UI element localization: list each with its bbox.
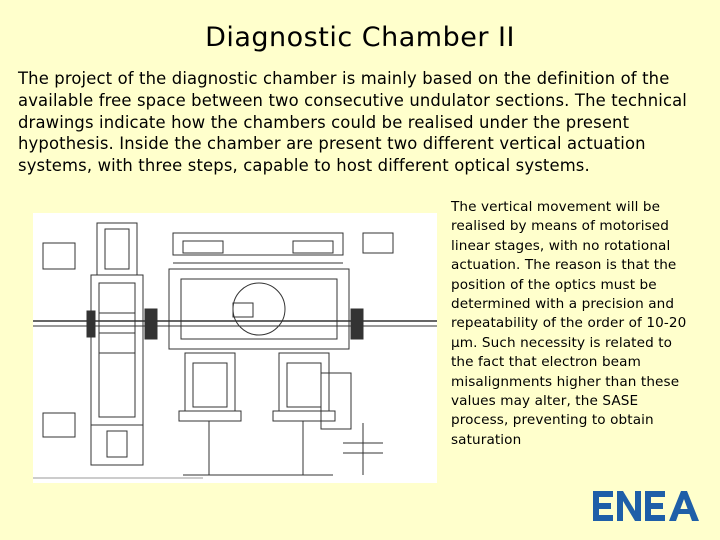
slide-title: Diagnostic Chamber II <box>205 22 515 53</box>
intro-paragraph: The project of the diagnostic chamber is… <box>18 69 688 176</box>
enea-logo <box>593 489 701 523</box>
side-paragraph: The vertical movement will be realised b… <box>451 199 687 448</box>
technical-drawing <box>33 213 437 483</box>
